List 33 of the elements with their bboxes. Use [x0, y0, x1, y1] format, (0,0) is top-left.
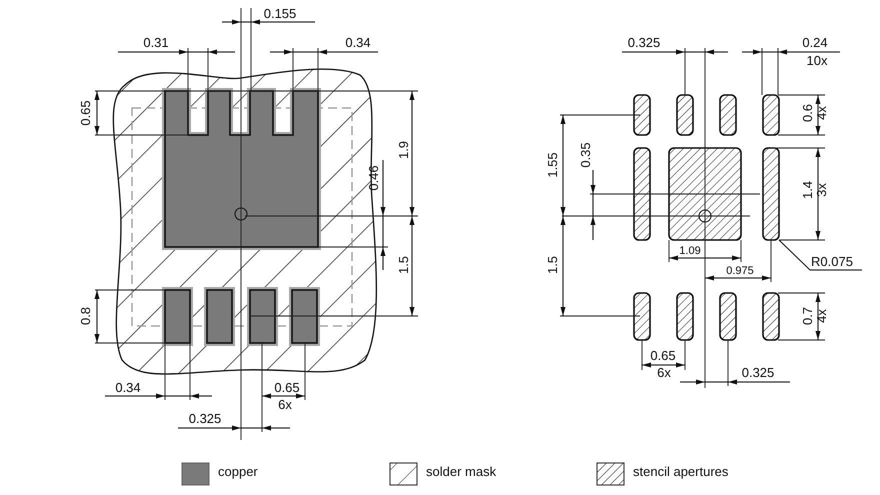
- dimension-label: 0.325: [742, 366, 774, 380]
- dimension-label: 0.34: [345, 36, 371, 50]
- dimension-label: 0.65: [274, 381, 300, 395]
- legend-label: copper: [218, 465, 258, 479]
- radius-label: R0.075: [811, 255, 853, 269]
- dimension-label: 0.6: [801, 104, 815, 122]
- dimension-label: 0.7: [801, 306, 815, 326]
- dimension-label: 1.9: [397, 140, 411, 160]
- dimension-label: 1.5: [397, 256, 411, 274]
- dimension-label: 1.55: [546, 152, 560, 178]
- dimension-label: 0.975: [726, 265, 754, 277]
- dimension-label: 4x: [815, 309, 829, 323]
- dimension-label: 0.325: [188, 412, 222, 426]
- leader-line: [778, 240, 862, 270]
- dimension-label: 6x: [278, 398, 292, 412]
- dimension-label: 1.4: [801, 180, 815, 200]
- legend-label: solder mask: [426, 465, 496, 479]
- legend-label: stencil apertures: [633, 465, 728, 479]
- dimension-label: 10x: [806, 54, 828, 68]
- dimension-label: 0.65: [79, 100, 93, 126]
- dimension-label: 1.09: [679, 245, 701, 257]
- dimension-label: 0.65: [650, 349, 676, 363]
- dimension-label: 0.31: [143, 36, 169, 50]
- dimension-label: 0.8: [79, 306, 93, 326]
- dimension-label: 1.5: [546, 256, 560, 274]
- dimension-label: 6x: [657, 366, 671, 380]
- dimension-label: 0.325: [628, 36, 660, 50]
- dimension-label: 0.34: [115, 381, 141, 395]
- dimension-label: 0.155: [264, 7, 296, 21]
- dimension-label: 0.35: [579, 142, 593, 168]
- dimension-label: 0.24: [802, 36, 828, 50]
- dimension-label: 4x: [815, 106, 829, 120]
- stencil-aperture: [762, 147, 780, 241]
